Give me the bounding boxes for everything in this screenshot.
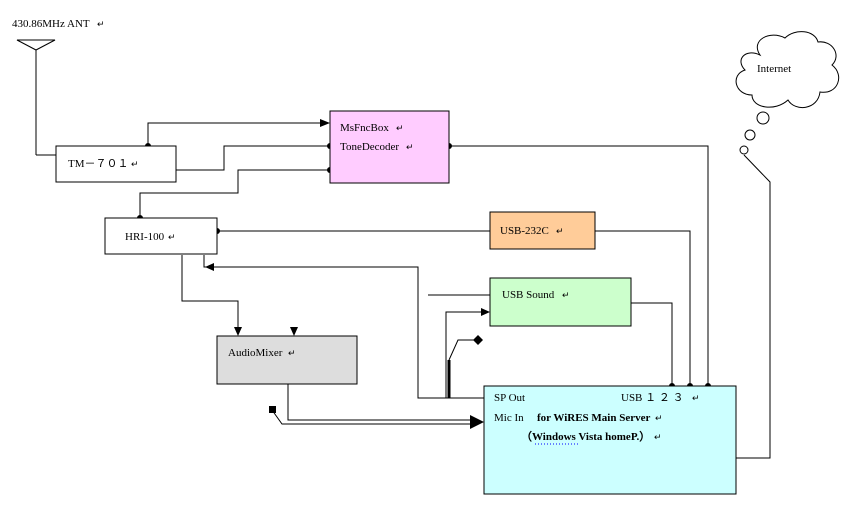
server-title: for WiRES Main Server bbox=[537, 412, 650, 424]
paragraph-mark: ↵ bbox=[692, 393, 700, 403]
paragraph-mark: ↵ bbox=[288, 348, 296, 358]
connection-wires bbox=[139, 119, 771, 459]
audiomixer-box bbox=[216, 335, 358, 385]
server-box bbox=[483, 385, 737, 495]
server-subtitle: （Windows Vista homeP.） bbox=[521, 430, 650, 443]
usb-ports-label: USB １ ２ ３ bbox=[621, 392, 684, 404]
msfncbox-label: MsFncBox bbox=[340, 122, 389, 134]
paragraph-mark: ↵ bbox=[97, 19, 105, 29]
usb232c-label: USB-232C bbox=[500, 225, 549, 237]
antenna-icon bbox=[16, 39, 56, 156]
tm701-box bbox=[55, 145, 177, 183]
paragraph-mark: ↵ bbox=[396, 123, 404, 133]
paragraph-mark: ↵ bbox=[562, 290, 570, 300]
paragraph-mark: ↵ bbox=[406, 142, 414, 152]
audiomixer-label: AudioMixer bbox=[228, 347, 283, 359]
tm701-label: TM－７０１ bbox=[68, 158, 129, 170]
paragraph-mark: ↵ bbox=[556, 226, 564, 236]
internet-label: Internet bbox=[757, 63, 791, 75]
usbsound-box bbox=[489, 277, 632, 327]
usbsound-label: USB Sound bbox=[502, 289, 555, 301]
paragraph-mark: ↵ bbox=[654, 432, 662, 442]
msfncbox-box bbox=[329, 110, 450, 184]
sp-out-label: SP Out bbox=[494, 392, 525, 404]
internet-cloud-icon bbox=[735, 31, 840, 155]
usb232c-box bbox=[489, 211, 596, 250]
antenna-label: 430.86MHz ANT bbox=[12, 18, 90, 30]
hri100-label: HRI-100 bbox=[125, 231, 165, 243]
tonedecoder-label: ToneDecoder bbox=[340, 141, 399, 153]
paragraph-mark: ↵ bbox=[655, 413, 663, 423]
mic-in-label: Mic In bbox=[494, 412, 524, 424]
hri100-box bbox=[104, 217, 218, 255]
paragraph-mark: ↵ bbox=[168, 232, 176, 242]
paragraph-mark: ↵ bbox=[131, 159, 139, 169]
